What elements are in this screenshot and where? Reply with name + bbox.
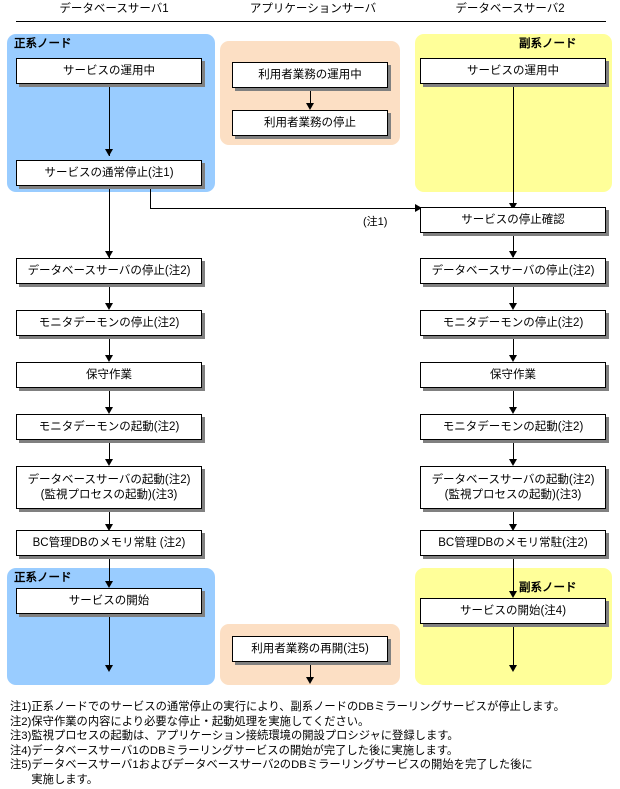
arrowhead-app-terminal — [305, 677, 314, 684]
connector-db1-1-to-2 — [109, 84, 110, 156]
process-box-db1-service-running[interactable]: サービスの運用中 — [16, 58, 202, 84]
arrowhead-db2-terminal — [508, 665, 517, 672]
arrowhead-db1-2 — [104, 149, 113, 156]
connector-db1-3-to-4 — [109, 284, 110, 308]
connector-db2-3-to-4 — [513, 284, 514, 308]
connector-db1-6-to-7 — [109, 440, 110, 464]
column-header-application-server: アプリケーションサーバ — [249, 3, 377, 15]
column-header-database-server-1: データベースサーバ1 — [59, 3, 169, 15]
footnote-marker: 注5) — [10, 759, 32, 772]
process-box-db2-monitor-daemon-stop[interactable]: モニタデーモンの停止(注2) — [420, 310, 606, 336]
footnote-item: 注5) データベースサーバ1およびデータベースサーバ2のDBミラーリングサービス… — [10, 758, 614, 787]
process-box-app-user-task-running[interactable]: 利用者業務の運用中 — [232, 62, 388, 88]
arrowhead-db2-9 — [508, 591, 517, 598]
arrowhead-db1-5 — [104, 355, 113, 362]
process-box-db1-service-start[interactable]: サービスの開始 — [16, 588, 202, 614]
process-box-db2-monitor-daemon-start[interactable]: モニタデーモンの起動(注2) — [420, 414, 606, 440]
process-box-db1-maintenance-work[interactable]: 保守作業 — [16, 362, 202, 388]
arrowhead-db2-6 — [508, 407, 517, 414]
footnote-text: データベースサーバ1およびデータベースサーバ2のDBミラーリングサービスの開始を… — [31, 759, 533, 786]
connector-cross-branch-vertical — [150, 186, 151, 209]
process-box-db2-database-server-stop[interactable]: データベースサーバの停止(注2) — [420, 258, 606, 284]
connector-db1-2-to-3 — [109, 186, 110, 258]
connector-db1-7-to-8 — [109, 509, 110, 529]
arrowhead-db2-7 — [508, 459, 517, 466]
arrowhead-app-2 — [305, 103, 314, 110]
arrowhead-cross-branch — [415, 203, 422, 212]
header-divider-rule — [16, 21, 606, 22]
connector-db1-8-to-9 — [109, 556, 110, 586]
connector-app-3-terminal — [310, 662, 311, 682]
footnote-marker: 注4) — [10, 744, 32, 757]
footnotes-list: 注1) 正系ノードでのサービスの通常停止の実行により、副系ノードのDBミラーリン… — [10, 700, 614, 788]
process-box-db1-bc-management-db-memory[interactable]: BC管理DBのメモリ常駐 (注2) — [16, 530, 202, 556]
process-box-app-user-task-stop[interactable]: 利用者業務の停止 — [232, 110, 388, 136]
footnote-item: 注3) 監視プロセスの起動は、アプリケーション接続環境の開設プロシジャに登録しま… — [10, 729, 614, 744]
process-box-db2-service-stop-confirm[interactable]: サービスの停止確認 — [420, 207, 606, 233]
arrowhead-db2-3 — [508, 251, 517, 258]
connector-db1-5-to-6 — [109, 388, 110, 412]
footnote-text: 保守作業の内容により必要な停止・起動処理を実施してください。 — [31, 715, 370, 728]
connector-db1-4-to-5 — [109, 336, 110, 360]
connector-db2-1-to-2 — [513, 84, 514, 208]
connector-app-1-to-2 — [310, 88, 311, 108]
connector-db2-2-to-3 — [513, 233, 514, 257]
process-box-db1-monitor-daemon-stop[interactable]: モニタデーモンの停止(注2) — [16, 310, 202, 336]
footnote-item: 注1) 正系ノードでのサービスの通常停止の実行により、副系ノードのDBミラーリン… — [10, 700, 614, 715]
footnote-text: 監視プロセスの起動は、アプリケーション接続環境の開設プロシジャに登録します。 — [31, 730, 459, 743]
process-box-db1-service-normal-stop[interactable]: サービスの通常停止(注1) — [16, 160, 202, 186]
connector-cross-branch-horizontal — [150, 208, 422, 209]
connector-db1-9-terminal — [109, 614, 110, 670]
footnote-text: データベースサーバ1のDBミラーリングサービスの開始が完了した後に実施します。 — [31, 744, 459, 757]
process-box-db1-monitor-daemon-start[interactable]: モニタデーモンの起動(注2) — [16, 414, 202, 440]
panel-label-primary-node-bottom: 正系ノード — [14, 572, 72, 584]
arrowhead-db1-3 — [104, 251, 113, 258]
arrowhead-db1-4 — [104, 303, 113, 310]
process-box-db2-bc-management-db-memory[interactable]: BC管理DBのメモリ常駐(注2) — [420, 530, 606, 556]
connector-db2-7-to-8 — [513, 509, 514, 529]
arrowhead-db1-7 — [104, 459, 113, 466]
arrowhead-db1-8 — [104, 524, 113, 531]
panel-label-primary-node-top: 正系ノード — [14, 38, 72, 50]
panel-label-secondary-node-bottom: 副系ノード — [519, 582, 577, 594]
panel-label-secondary-node-top: 副系ノード — [519, 38, 577, 50]
arrowhead-db1-9 — [104, 581, 113, 588]
footnote-marker: 注3) — [10, 730, 32, 743]
arrowhead-db2-4 — [508, 303, 517, 310]
connector-db2-4-to-5 — [513, 336, 514, 360]
process-box-db2-maintenance-work[interactable]: 保守作業 — [420, 362, 606, 388]
arrowhead-db2-5 — [508, 355, 517, 362]
arrowhead-db2-2 — [508, 203, 517, 210]
connector-db2-8-to-9 — [513, 556, 514, 596]
connector-db2-5-to-6 — [513, 388, 514, 412]
process-box-db2-service-running[interactable]: サービスの運用中 — [420, 58, 606, 84]
process-box-app-user-task-resume[interactable]: 利用者業務の再開(注5) — [232, 636, 388, 662]
process-box-db2-database-server-start[interactable]: データベースサーバの起動(注2) (監視プロセスの起動)(注3) — [420, 466, 606, 509]
arrowhead-db1-terminal — [104, 665, 113, 672]
column-header-database-server-2: データベースサーバ2 — [455, 3, 565, 15]
process-box-db1-database-server-start[interactable]: データベースサーバの起動(注2) (監視プロセスの起動)(注3) — [16, 466, 202, 509]
footnote-item: 注4) データベースサーバ1のDBミラーリングサービスの開始が完了した後に実施し… — [10, 744, 614, 759]
connector-db2-6-to-7 — [513, 440, 514, 464]
arrowhead-db1-6 — [104, 407, 113, 414]
process-box-db1-database-server-stop[interactable]: データベースサーバの停止(注2) — [16, 258, 202, 284]
connector-db2-9-terminal — [513, 624, 514, 670]
edge-label-cross-server-note: (注1) — [363, 216, 388, 228]
footnote-marker: 注2) — [10, 715, 32, 728]
process-box-db2-service-start[interactable]: サービスの開始(注4) — [420, 598, 606, 624]
arrowhead-db2-8 — [508, 524, 517, 531]
footnote-marker: 注1) — [10, 701, 32, 713]
footnote-text: 正系ノードでのサービスの通常停止の実行により、副系ノードのDBミラーリングサービ… — [31, 701, 565, 713]
footnote-item: 注2) 保守作業の内容により必要な停止・起動処理を実施してください。 — [10, 715, 614, 730]
